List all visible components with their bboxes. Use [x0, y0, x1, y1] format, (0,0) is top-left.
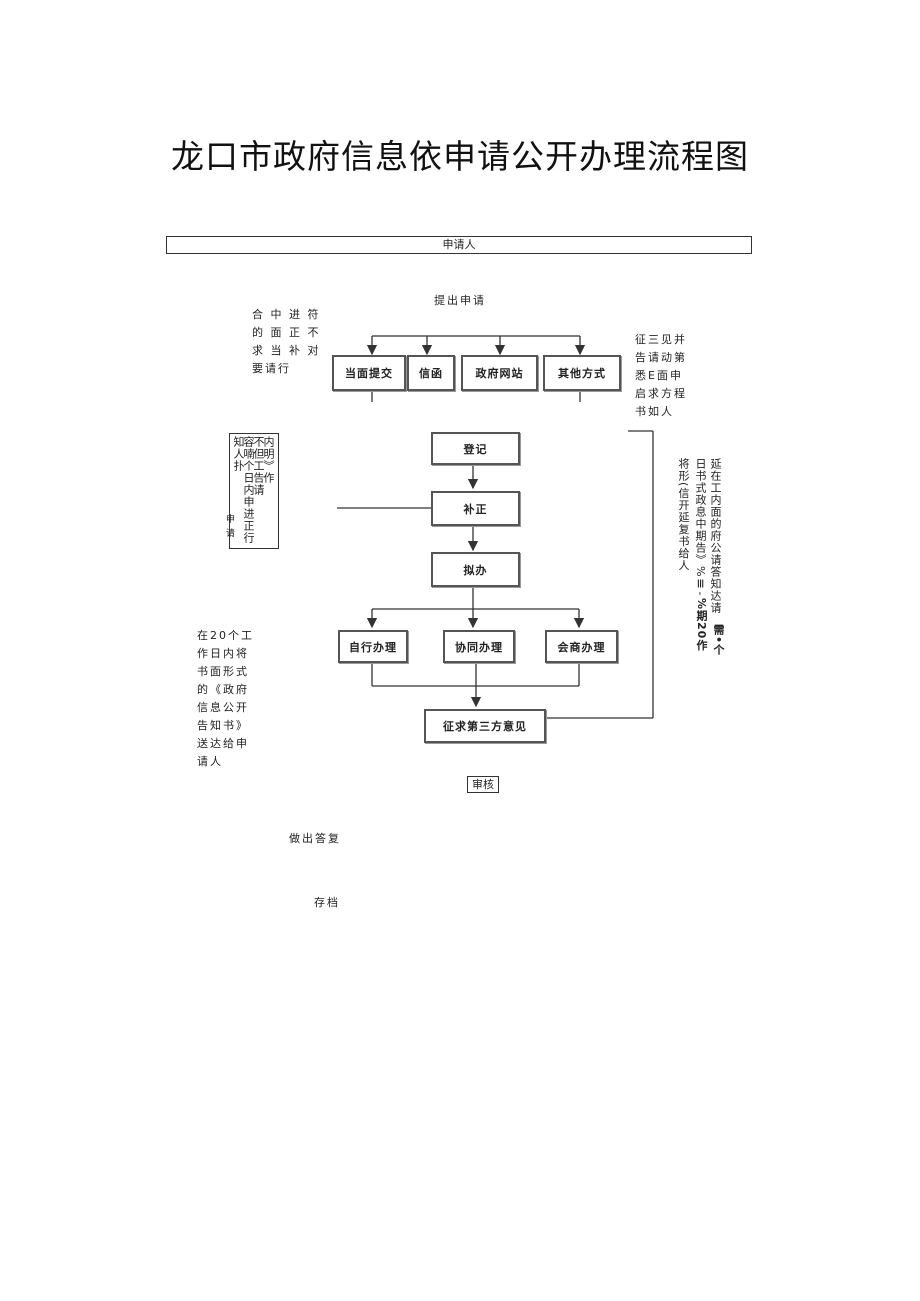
note-correction-box: 内明》作 不但工告请 容喃个日内申进正行 知人扑 申 请: [224, 433, 279, 549]
channel-in-person: 当面提交: [332, 355, 406, 391]
review-box: 审核: [467, 776, 499, 793]
channel-website: 政府网站: [461, 355, 538, 391]
note-incomplete-application: 合 中 进 符 的 面 正 不 求 当 补 对 要请行: [252, 308, 321, 375]
draft-box: 拟办: [431, 552, 520, 587]
handling-consult: 会商办理: [545, 630, 618, 663]
note-notice-delivery: 在20个工 作日内将 书面形式 的《政府 信息公开 告知书》 送达给申 请人: [197, 629, 254, 768]
channel-letter: 信函: [407, 355, 455, 391]
applicant-bar: 申请人: [166, 236, 752, 254]
note-third-party: 征三见并 告请动第 悉E面申 启求方程 书如人: [635, 333, 687, 418]
handling-self: 自行办理: [338, 630, 408, 663]
correct-box: 补正: [431, 491, 520, 526]
handling-joint: 协同办理: [443, 630, 515, 663]
reply-label: 做出答复: [289, 832, 341, 845]
page-title: 龙口市政府信息依申请公开办理流程图: [171, 137, 749, 176]
archive-label: 存档: [314, 896, 340, 909]
channel-other: 其他方式: [543, 355, 621, 391]
submit-request-label: 提出申请: [434, 294, 486, 307]
third-party-opinion-box: 征求第三方意见: [424, 709, 546, 743]
register-box: 登记: [431, 432, 520, 465]
